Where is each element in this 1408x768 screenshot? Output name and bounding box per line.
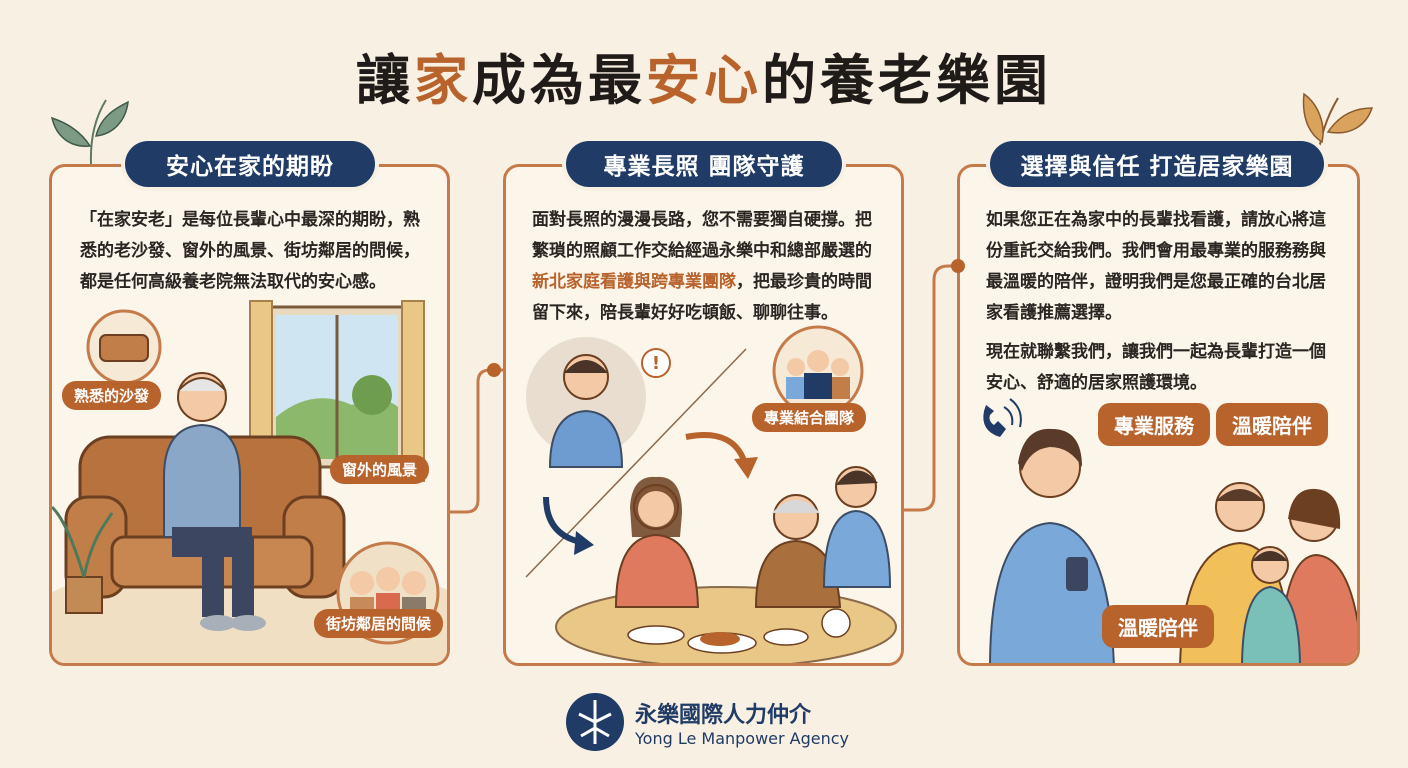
tag-neighbor-greeting: 街坊鄰居的問候 (314, 609, 444, 638)
connector-line-2 (904, 259, 965, 512)
panel-professional-care: ! 面對長照的漫漫長路，您不需要獨自硬撐。把繁瑣的照顧工作交給經過永樂 (503, 164, 904, 666)
page-title: 讓家成為最安心的養老樂園 (356, 49, 1052, 112)
panel-1-text: 「在家安老」是每位長輩心中最深的期盼，熟悉的老沙發、窗外的風景、街坊鄰居的問候，… (80, 210, 420, 292)
leaves-right-icon (1302, 92, 1374, 167)
panel-2-heading: 專業長照 團隊守護 (566, 141, 842, 187)
bubble-warm-companion-2: 溫暖陪伴 (1102, 605, 1214, 648)
leaves-left-icon (50, 99, 129, 165)
panel-home-expectation: 「在家安老」是每位長輩心中最深的期盼，熟悉的老沙發、窗外的風景、街坊鄰居的問候，… (49, 164, 450, 666)
panel-2-text: 面對長照的漫漫長路，您不需要獨自硬撐。把繁瑣的照顧工作交給經過永樂中和總部嚴選的… (532, 210, 872, 323)
panel-1-heading: 安心在家的期盼 (125, 141, 375, 187)
bubble-warm-companion: 溫暖陪伴 (1216, 403, 1328, 446)
connector-line-1 (450, 363, 506, 514)
tag-window-view: 窗外的風景 (330, 455, 430, 484)
panel-3-text: 如果您正在為家中的長輩找看護，請放心將這份重託交給我們。我們會用最專業的服務務與… (986, 210, 1326, 393)
panel-3-heading: 選擇與信任 打造居家樂園 (990, 141, 1324, 187)
living-room-illustration (52, 300, 447, 663)
bubble-professional-service: 專業服務 (1098, 403, 1210, 446)
tag-sofa: 熟悉的沙發 (62, 381, 162, 410)
svg-text:!: ! (652, 353, 660, 374)
panel-choice-trust: 如果您正在為家中的長輩找看護，請放心將這份重託交給我們。我們會用最專業的服務務與… (957, 164, 1360, 666)
company-name-en: Yong Le Manpower Agency (635, 728, 850, 748)
company-name: 永樂國際人力仲介 (635, 702, 812, 728)
family-dinner-illustration: ! (525, 325, 897, 663)
company-logo-icon (566, 693, 624, 751)
footer-brand: 永樂國際人力仲介 Yong Le Manpower Agency (565, 690, 849, 754)
tag-professional-team: 專業結合團隊 (752, 403, 867, 432)
